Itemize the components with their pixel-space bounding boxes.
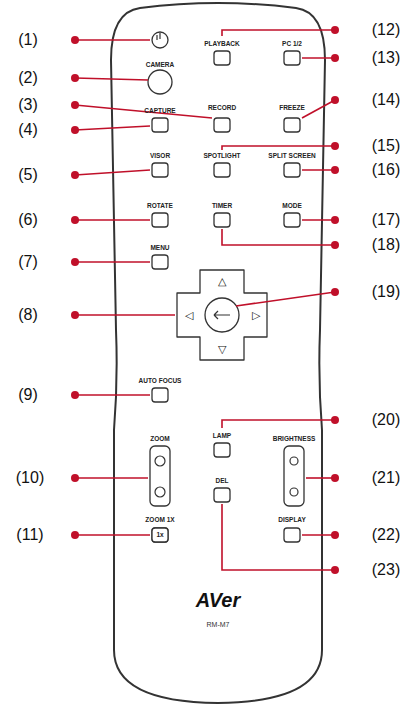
callout-number: (8) [18,307,38,323]
callout-number: (9) [18,387,38,403]
callout-number: (23) [372,562,400,578]
callout-number: (1) [18,32,38,48]
button-label: LAMP [213,433,231,440]
callout-number: (6) [18,212,38,228]
button-label: TIMER [212,203,232,210]
callout-number: (20) [372,412,400,428]
arrow-key-symbol: △ [218,276,226,287]
brand-logo: AVer [196,590,240,610]
arrow-key-symbol: ▽ [218,344,226,355]
button-label: ZOOM 1X [145,517,174,524]
button-label: ROTATE [147,203,173,210]
button-label: DEL [216,478,229,485]
callout-number: (13) [372,50,400,66]
button-label: CAPTURE [144,108,175,115]
button-label: ZOOM [150,436,170,443]
callout-number: (3) [18,97,38,113]
callout-number: (14) [372,92,400,108]
callout-number: (4) [18,122,38,138]
button-label: PC 1/2 [282,41,302,48]
model-number: RM-M7 [207,621,230,628]
arrow-key-symbol: ◁ [185,310,193,321]
callout-number: (21) [372,470,400,486]
button-label: RECORD [208,105,236,112]
button-label: DISPLAY [278,517,306,524]
callout-number: (7) [18,254,38,270]
callout-number: (11) [16,527,43,543]
button-label: 1x [156,532,163,539]
button-label: SPOTLIGHT [203,153,240,160]
button-label: PLAYBACK [204,41,240,48]
callout-number: (17) [372,212,400,228]
callout-number: (22) [372,527,400,543]
button-label: MENU [150,245,169,252]
button-label: VISOR [150,153,170,160]
callout-number: (2) [18,70,38,86]
callout-number: (5) [18,167,38,183]
button-label: AUTO FOCUS [139,378,182,385]
callout-number: (10) [16,470,44,486]
arrow-key-symbol: ▷ [252,310,260,321]
button-label: FREEZE [279,105,305,112]
button-label: MODE [282,203,302,210]
button-label: CAMERA [146,62,175,69]
callout-number: (15) [372,138,400,154]
callout-number: (18) [372,237,400,253]
button-label: BRIGHTNESS [273,436,316,443]
callout-number: (16) [372,162,400,178]
callout-number: (19) [372,284,400,300]
callout-number: (12) [372,22,400,38]
button-label: SPLIT SCREEN [268,153,315,160]
